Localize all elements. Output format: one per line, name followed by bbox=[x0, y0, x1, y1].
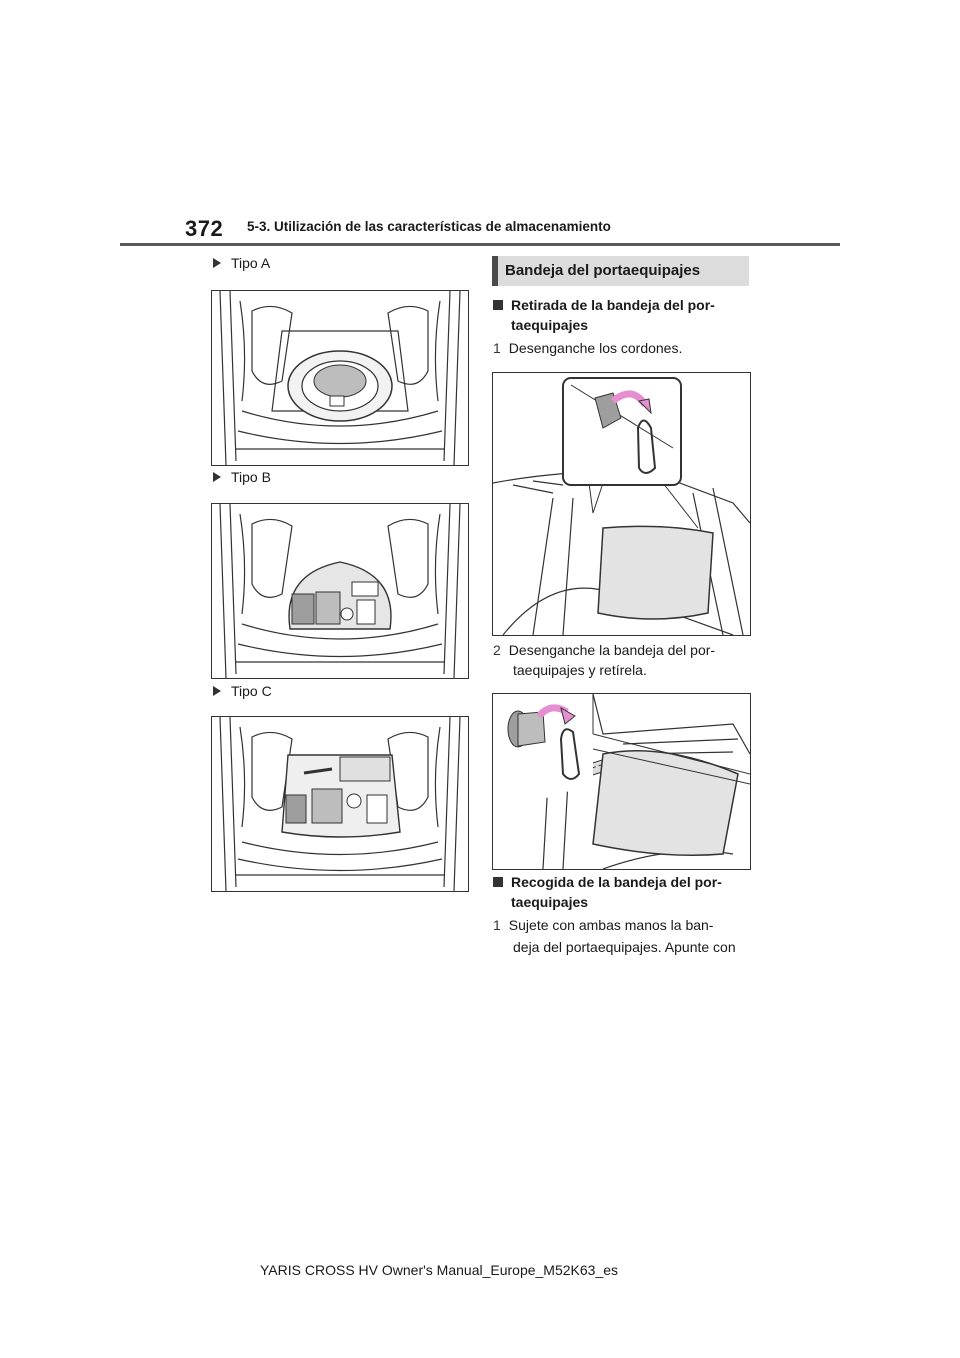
triangle-bullet-icon bbox=[213, 258, 221, 268]
type-a-text: Tipo A bbox=[231, 255, 271, 271]
type-c-figure bbox=[211, 716, 469, 892]
type-a-figure bbox=[211, 290, 469, 466]
storage-step-1-line2: deja del portaequipajes. Apunte con bbox=[513, 939, 736, 955]
section-banner: Bandeja del portaequipajes bbox=[492, 256, 749, 286]
type-c-label: Tipo C bbox=[213, 683, 272, 699]
square-bullet-icon bbox=[493, 300, 503, 310]
removal-heading-line2: taequipajes bbox=[511, 317, 589, 333]
remove-tray-figure bbox=[492, 693, 751, 870]
step-text: Desenganche los cordones. bbox=[508, 340, 683, 356]
page-number: 372 bbox=[185, 216, 224, 241]
removal-step-1: 1 Desenganche los cordones. bbox=[493, 338, 682, 358]
type-b-label: Tipo B bbox=[213, 469, 271, 485]
triangle-bullet-icon bbox=[213, 472, 221, 482]
type-b-text: Tipo B bbox=[231, 469, 271, 485]
step-text: Desenganche la bandeja del por- bbox=[508, 642, 716, 658]
trunk-tray-illustration bbox=[219, 717, 461, 891]
removal-heading: Retirada de la bandeja del por- bbox=[493, 295, 715, 315]
section-title: 5-3. Utilización de las características … bbox=[247, 219, 611, 234]
trunk-tray-illustration bbox=[219, 504, 461, 678]
removal-step-2-line2: taequipajes y retírela. bbox=[513, 662, 647, 678]
storage-heading-line2: taequipajes bbox=[511, 894, 589, 910]
storage-heading: Recogida de la bandeja del por- bbox=[493, 872, 722, 892]
type-a-label: Tipo A bbox=[213, 255, 270, 271]
step-number: 1 bbox=[493, 340, 501, 356]
step-number: 2 bbox=[493, 642, 501, 658]
step-text: Sujete con ambas manos la ban- bbox=[508, 917, 714, 933]
type-b-figure bbox=[211, 503, 469, 679]
remove-tray-illustration bbox=[493, 694, 750, 869]
manual-footer: YARIS CROSS HV Owner's Manual_Europe_M52… bbox=[260, 1262, 619, 1278]
removal-step-2: 2 Desenganche la bandeja del por- bbox=[493, 640, 715, 660]
unhook-cords-illustration bbox=[493, 377, 750, 635]
square-bullet-icon bbox=[493, 877, 503, 887]
triangle-bullet-icon bbox=[213, 686, 221, 696]
header-divider bbox=[120, 243, 840, 246]
banner-title: Bandeja del portaequipajes bbox=[505, 262, 701, 279]
banner-accent-bar bbox=[492, 256, 498, 286]
step-number: 1 bbox=[493, 917, 501, 933]
removal-heading-line1: Retirada de la bandeja del por- bbox=[511, 297, 715, 313]
storage-heading-line1: Recogida de la bandeja del por- bbox=[511, 874, 722, 890]
unhook-cords-figure bbox=[492, 372, 751, 636]
storage-step-1: 1 Sujete con ambas manos la ban- bbox=[493, 915, 713, 935]
type-c-text: Tipo C bbox=[231, 683, 272, 699]
trunk-spare-tire-illustration bbox=[219, 291, 461, 465]
